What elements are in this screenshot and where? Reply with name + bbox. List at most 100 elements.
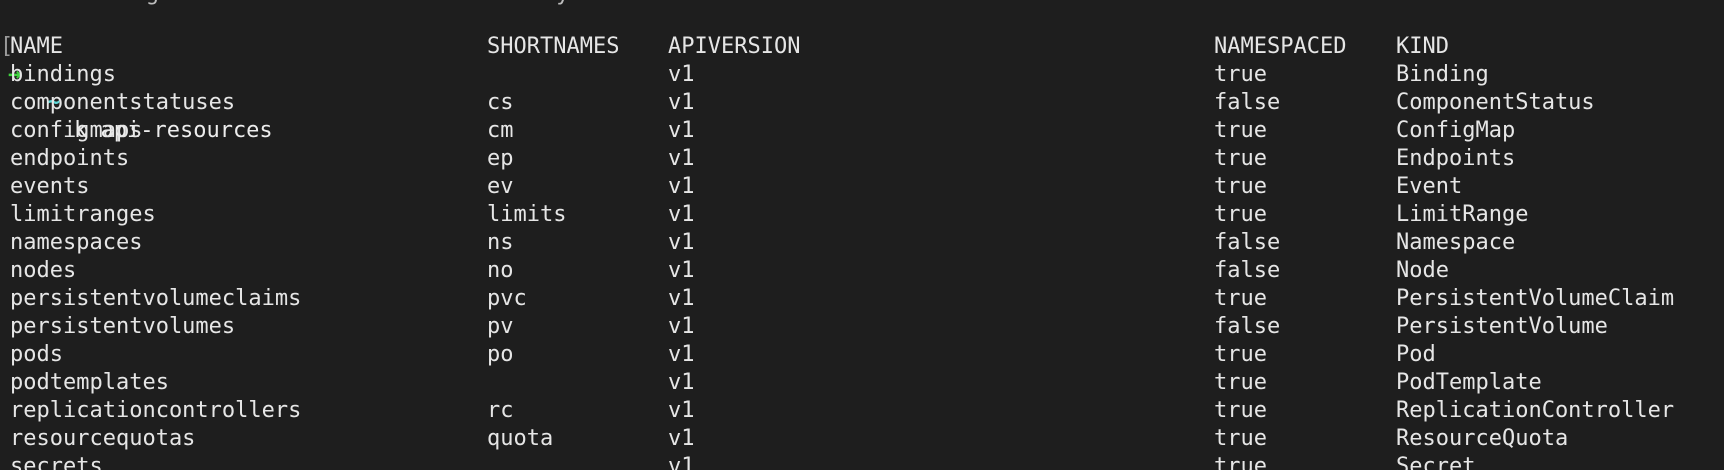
table-row: persistentvolumes pv v1 false Persistent… [0,313,1724,341]
cell-namespaced: false [1214,230,1281,255]
cell-name: persistentvolumes [10,314,236,339]
cell-apiversion: v1 [668,398,695,423]
cell-apiversion: v1 [668,174,695,199]
cell-name: endpoints [10,146,130,171]
cell-name: replicationcontrollers [10,398,302,423]
table-row: namespaces ns v1 false Namespace [0,229,1724,257]
cell-shortnames: rc [487,398,514,423]
table-row: podtemplates v1 true PodTemplate [0,369,1724,397]
cell-kind: PodTemplate [1396,370,1542,395]
cell-name: pods [10,342,63,367]
table-row: bindings v1 true Binding [0,61,1724,89]
command-text: k api-resources [74,118,273,143]
cell-name: podtemplates [10,370,169,395]
cell-name: limitranges [10,202,156,227]
prompt-line: [ → ~ k api-resources [0,5,1724,143]
table-row: componentstatuses cs v1 false ComponentS… [0,89,1724,117]
cell-namespaced: false [1214,90,1281,115]
cell-namespaced: false [1214,258,1281,283]
table-row: endpoints ep v1 true Endpoints [0,145,1724,173]
cell-apiversion: v1 [668,314,695,339]
header-apiversion: APIVERSION [668,34,801,59]
cell-kind: Endpoints [1396,146,1516,171]
cell-name: nodes [10,258,77,283]
cell-shortnames: no [487,258,514,283]
cell-name: events [10,174,90,199]
cell-apiversion: v1 [668,118,695,143]
cell-shortnames: limits [487,202,567,227]
table-header: NAME SHORTNAMES APIVERSION NAMESPACED KI… [0,33,1724,61]
cell-apiversion: v1 [668,370,695,395]
table-row: nodes no v1 false Node [0,257,1724,285]
table-row: replicationcontrollers rc v1 true Replic… [0,397,1724,425]
header-shortnames: SHORTNAMES [487,34,620,59]
cell-kind: Binding [1396,62,1489,87]
cell-shortnames: cs [487,90,514,115]
cell-kind: Event [1396,174,1463,199]
table-row: events ev v1 true Event [0,173,1724,201]
cell-apiversion: v1 [668,202,695,227]
cell-kind: Pod [1396,342,1436,367]
table-row: configmaps cm v1 true ConfigMap [0,117,1724,145]
cell-kind: Secret [1396,454,1476,470]
cell-kind: Namespace [1396,230,1516,255]
table-row: limitranges limits v1 true LimitRange [0,201,1724,229]
header-name: NAME [10,34,63,59]
table-row: secrets v1 true Secret [0,453,1724,470]
cell-apiversion: v1 [668,426,695,451]
table-row: pods po v1 true Pod [0,341,1724,369]
cell-namespaced: true [1214,454,1267,470]
cell-namespaced: true [1214,342,1267,367]
cell-namespaced: true [1214,118,1267,143]
cell-namespaced: false [1214,314,1281,339]
cell-kind: ReplicationController [1396,398,1675,423]
cell-namespaced: true [1214,174,1267,199]
cell-shortnames: quota [487,426,554,451]
cell-name: persistentvolumeclaims [10,286,302,311]
cell-apiversion: v1 [668,286,695,311]
table-row: persistentvolumeclaims pvc v1 true Persi… [0,285,1724,313]
cell-shortnames: ev [487,174,514,199]
cell-apiversion: v1 [668,258,695,283]
cell-shortnames: pvc [487,286,527,311]
prompt-arrow-icon: → [8,62,22,87]
cell-shortnames: ep [487,146,514,171]
cell-kind: LimitRange [1396,202,1529,227]
cell-namespaced: true [1214,146,1267,171]
cell-shortnames: po [487,342,514,367]
cell-apiversion: v1 [668,342,695,367]
cell-kind: ResourceQuota [1396,426,1569,451]
cell-name: configmaps [10,118,143,143]
cell-kind: PersistentVolume [1396,314,1608,339]
cell-kind: ConfigMap [1396,118,1516,143]
cell-kind: PersistentVolumeClaim [1396,286,1675,311]
cell-namespaced: true [1214,426,1267,451]
cell-apiversion: v1 [668,146,695,171]
cell-apiversion: v1 [668,230,695,255]
previous-output-line: g y [0,0,1724,8]
cell-kind: Node [1396,258,1449,283]
cell-namespaced: true [1214,286,1267,311]
cell-namespaced: true [1214,62,1267,87]
cell-name: resourcequotas [10,426,196,451]
cell-name: namespaces [10,230,143,255]
cell-name: secrets [10,454,103,470]
cell-namespaced: true [1214,202,1267,227]
header-kind: KIND [1396,34,1449,59]
header-namespaced: NAMESPACED [1214,34,1347,59]
cell-apiversion: v1 [668,90,695,115]
cell-apiversion: v1 [668,62,695,87]
prompt-bracket: [ [0,34,14,59]
cell-namespaced: true [1214,370,1267,395]
cell-name: componentstatuses [10,90,236,115]
cell-shortnames: ns [487,230,514,255]
cell-namespaced: true [1214,398,1267,423]
prompt-cwd: ~ [47,90,61,115]
cell-shortnames: pv [487,314,514,339]
cell-name: bindings [10,62,116,87]
cell-kind: ComponentStatus [1396,90,1595,115]
cell-shortnames: cm [487,118,514,143]
cell-apiversion: v1 [668,454,695,470]
table-row: resourcequotas quota v1 true ResourceQuo… [0,425,1724,453]
